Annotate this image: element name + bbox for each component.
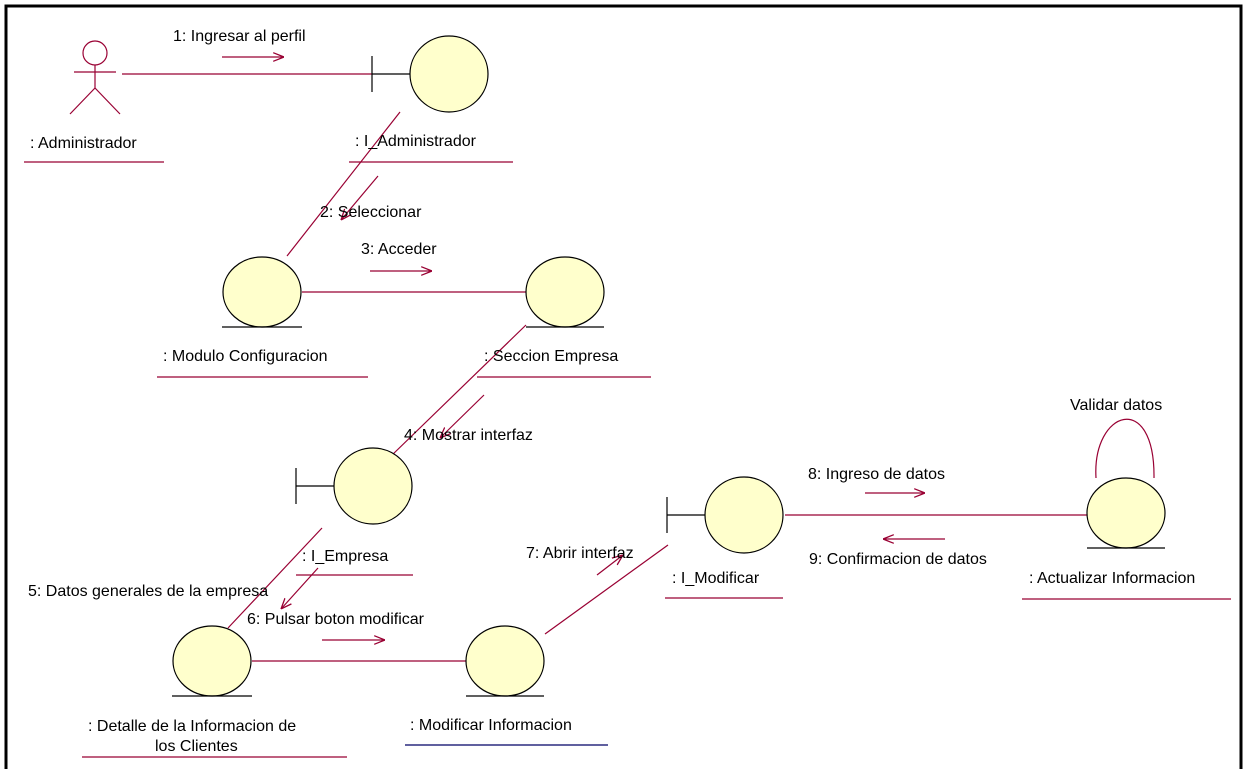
- label-modificar-informacion: : Modificar Informacion: [410, 717, 572, 734]
- message-7: 7: Abrir interfaz: [526, 545, 634, 562]
- label-i-administrador: : I_Administrador: [355, 133, 477, 150]
- label-seccion-empresa: : Seccion Empresa: [484, 348, 618, 365]
- control-actualizar-informacion-icon: [1086, 477, 1166, 549]
- message-2: 2: Seleccionar: [320, 204, 422, 221]
- message-6: 6: Pulsar boton modificar: [247, 611, 425, 628]
- self-link-actualizar: [1095, 418, 1155, 479]
- link-seccion-iempresa: [389, 324, 527, 458]
- message-self-validar: Validar datos: [1070, 397, 1162, 414]
- arrow-m7: [596, 555, 623, 576]
- label-detalle-line2: los Clientes: [155, 738, 238, 755]
- message-1: 1: Ingresar al perfil: [173, 28, 306, 45]
- arrow-m2: [341, 175, 379, 220]
- control-detalle-icon: [172, 625, 252, 697]
- label-administrador: : Administrador: [30, 135, 137, 152]
- message-5: 5: Datos generales de la empresa: [28, 583, 268, 600]
- message-3: 3: Acceder: [361, 241, 437, 258]
- boundary-i-modificar-icon: [666, 476, 784, 554]
- link-iadmin-modulo: [286, 111, 401, 257]
- label-actualizar-informacion: : Actualizar Informacion: [1029, 570, 1195, 587]
- label-detalle-line1: : Detalle de la Informacion de: [88, 718, 296, 735]
- arrow-m5: [281, 567, 319, 609]
- label-i-modificar: : I_Modificar: [672, 570, 760, 587]
- message-9: 9: Confirmacion de datos: [809, 551, 987, 568]
- message-8: 8: Ingreso de datos: [808, 466, 945, 483]
- control-modificar-informacion-icon: [465, 625, 545, 697]
- arrow-m4: [440, 394, 485, 438]
- label-i-empresa: : I_Empresa: [302, 548, 388, 565]
- label-modulo-configuracion: : Modulo Configuracion: [163, 348, 328, 365]
- link-modificar-imodificar: [544, 544, 669, 635]
- control-seccion-empresa-icon: [525, 256, 605, 328]
- link-iempresa-detalle: [227, 527, 323, 629]
- boundary-i-empresa-icon: [295, 447, 413, 525]
- control-modulo-configuracion-icon: [222, 256, 302, 328]
- message-4: 4: Mostrar interfaz: [404, 427, 533, 444]
- diagram-frame: [4, 4, 1243, 769]
- boundary-i-administrador-icon: [371, 35, 489, 113]
- actor-administrador-icon: [69, 40, 121, 115]
